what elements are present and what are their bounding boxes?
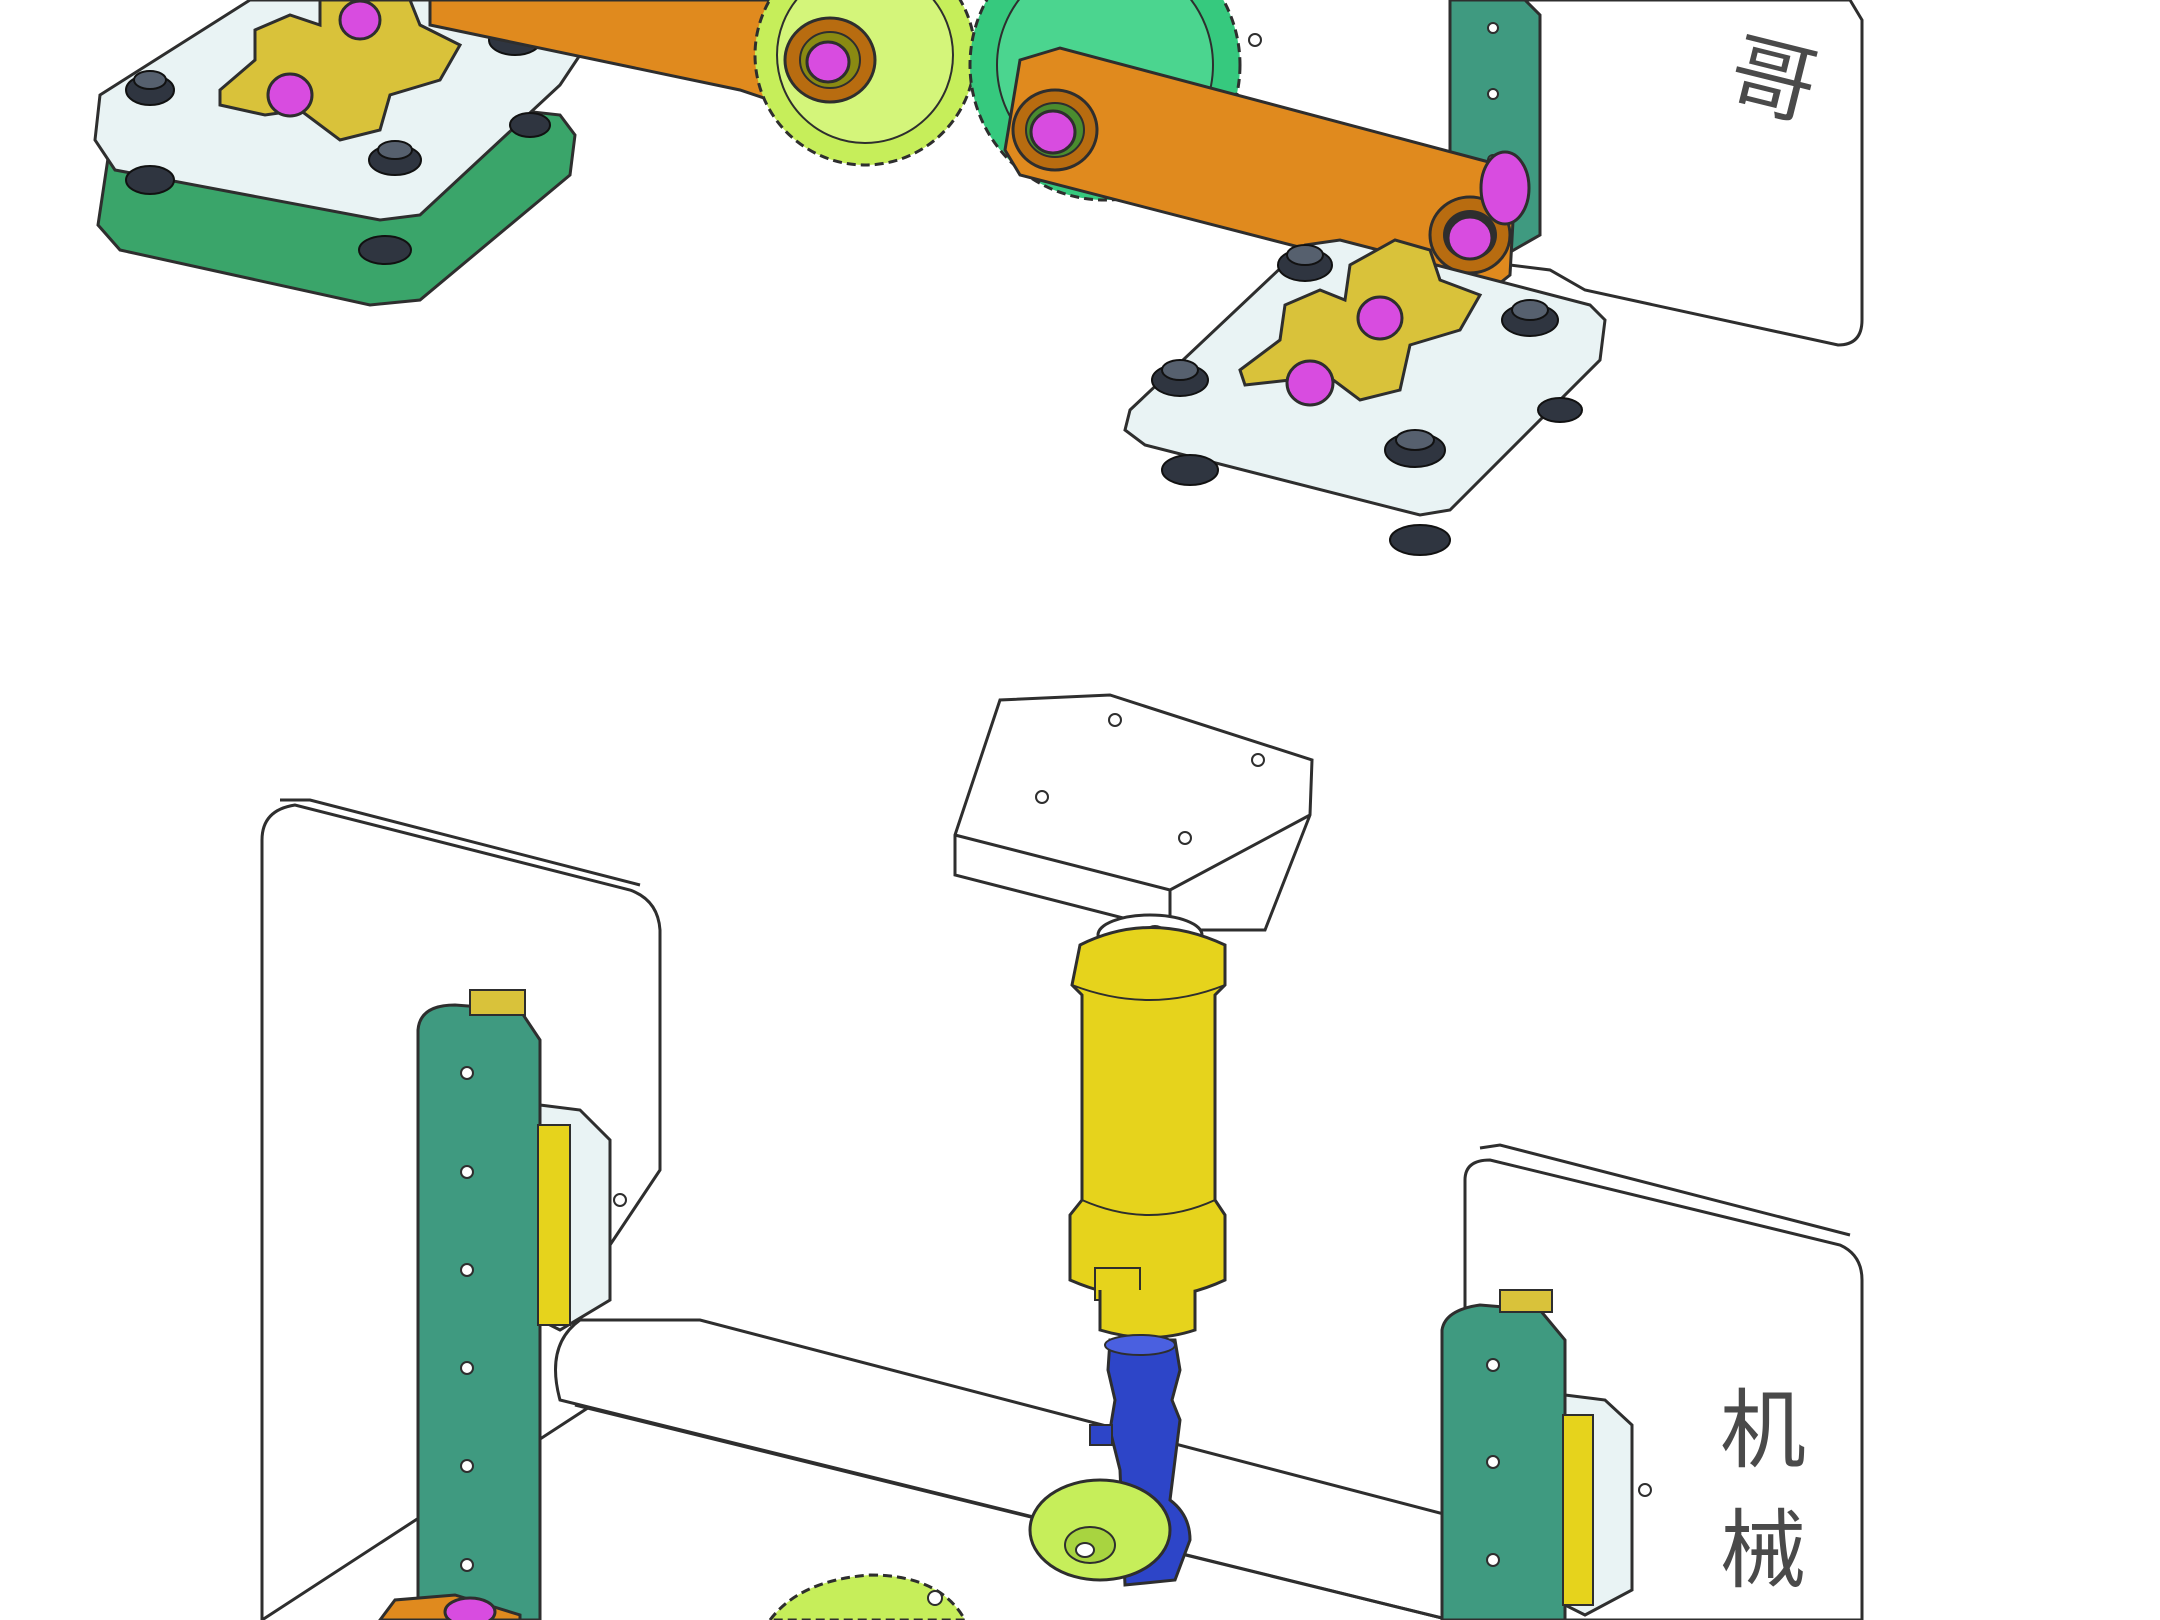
pin-icon [1356, 295, 1404, 341]
top-back-plate [1468, 0, 1864, 347]
bottom-plate-char-2: 械 [1720, 1501, 1806, 1601]
pin-icon [443, 1596, 497, 1620]
bolt-icon [1486, 1553, 1500, 1567]
top-orange-link-right [1003, 46, 1517, 297]
bolt-icon [460, 1361, 474, 1375]
gear-icon [768, 1573, 967, 1620]
bolt-icon [460, 1459, 474, 1473]
bolt-icon [1487, 88, 1499, 100]
pin-icon [1479, 150, 1531, 226]
top-right-knobs [1151, 244, 1583, 556]
bottom-left-teal-rail [416, 1003, 542, 1620]
bolt-icon [1487, 22, 1499, 34]
cylinder-icon [1068, 926, 1227, 1299]
bolt-icon [460, 1066, 474, 1080]
bolt-icon [460, 1165, 474, 1179]
bottom-right-teal-rail [1440, 1303, 1567, 1620]
bolt-icon [460, 1263, 474, 1277]
pin-icon [1029, 109, 1077, 155]
bolt-icon [1486, 1455, 1500, 1469]
bolt-icon [1486, 1358, 1500, 1372]
cylinder-top-plate [953, 693, 1314, 932]
pin-icon [1446, 215, 1494, 261]
left-rail-bolts [460, 1066, 474, 1572]
bolt-icon [460, 1558, 474, 1572]
right-rail-bolts [1486, 1358, 1500, 1567]
pin-icon [1285, 359, 1335, 407]
pin-icon [266, 0, 382, 118]
bottom-plate-char-1: 机 [1720, 1381, 1806, 1481]
pin-icon [805, 40, 851, 84]
